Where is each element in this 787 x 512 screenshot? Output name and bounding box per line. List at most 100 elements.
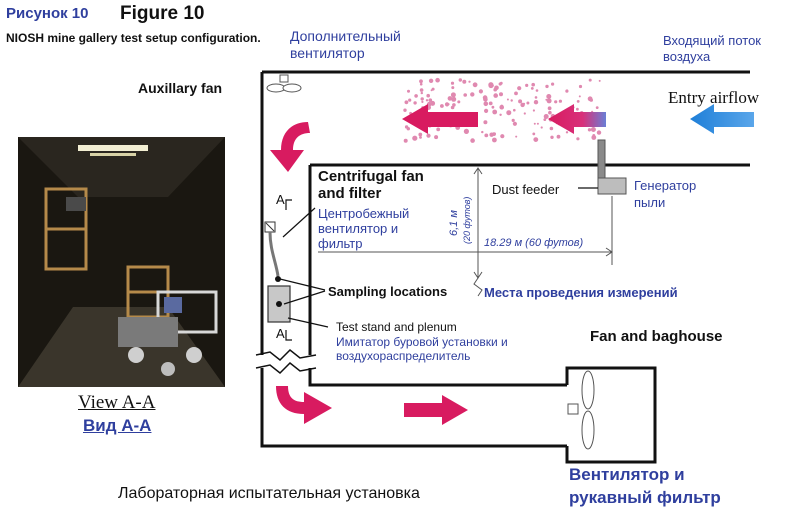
inflow-label-ru: Входящий поток воздуха	[663, 33, 761, 64]
dust-particle	[591, 135, 597, 140]
aux-fan-label-en: Auxillary fan	[138, 80, 223, 96]
sampling-point-1	[275, 276, 281, 282]
dust-particle	[518, 99, 523, 104]
dust-particle	[522, 102, 526, 105]
dust-particle	[498, 82, 502, 86]
dust-particle	[407, 89, 410, 93]
dust-particle	[526, 101, 530, 105]
airflow-arrow-left-2	[548, 104, 606, 134]
fan-baghouse-label-ru: Вентилятор и рукавный фильтр	[569, 465, 721, 507]
dust-particle	[484, 133, 489, 138]
dust-particle	[596, 130, 602, 135]
dust-particle	[426, 93, 431, 98]
dust-particle	[426, 133, 431, 138]
dust-particle	[534, 96, 538, 99]
dust-particle	[420, 91, 423, 95]
dust-particle	[434, 135, 439, 140]
dust-particle	[531, 82, 535, 87]
dust-particle	[478, 89, 483, 94]
section-marker-bottom	[285, 330, 292, 341]
dust-particle	[512, 121, 518, 126]
dust-particle	[587, 96, 593, 102]
dust-particle	[418, 132, 423, 137]
bottom-caption-ru: Лабораторная испытательная установка	[118, 485, 420, 502]
dust-particle	[450, 92, 456, 98]
dust-particle	[578, 95, 581, 98]
dust-particle	[513, 108, 516, 112]
dust-particle	[590, 127, 596, 132]
dust-particle	[551, 82, 555, 86]
aux-fan-label-ru: Дополнительный вентилятор	[290, 28, 401, 61]
view-label-ru: Вид A-A	[83, 416, 152, 435]
dust-particle	[472, 82, 478, 88]
section-marker-top	[285, 199, 292, 210]
wall-break-mark	[255, 348, 317, 362]
dust-particle	[511, 118, 515, 122]
dust-particle	[500, 134, 505, 139]
dust-particle	[595, 106, 599, 109]
dust-particle	[403, 138, 408, 143]
dust-particle	[452, 103, 456, 107]
airflow-arrow-left-1	[402, 104, 478, 134]
dust-particle	[493, 93, 499, 98]
dust-particle	[532, 132, 536, 136]
dust-particle	[525, 83, 529, 87]
dust-particle	[484, 108, 489, 113]
entry-airflow-arrow	[690, 104, 754, 134]
dust-particle	[547, 106, 552, 111]
dust-particle	[523, 112, 526, 115]
dust-particle	[431, 87, 435, 91]
dust-particle	[428, 78, 434, 84]
dust-particle	[548, 110, 552, 115]
dust-particle	[428, 98, 433, 102]
pointer-lines	[279, 187, 598, 328]
dust-particle	[550, 135, 554, 139]
dust-particle	[506, 98, 509, 101]
dust-particle	[489, 132, 494, 137]
dust-particle	[540, 126, 543, 129]
dust-particle	[543, 118, 547, 121]
dust-particle	[425, 99, 429, 102]
dimension-lines	[318, 167, 613, 297]
dust-particle	[420, 97, 424, 101]
dust-particle	[545, 84, 549, 89]
dust-particle	[451, 86, 455, 90]
wall-break-mark-2	[255, 361, 317, 375]
section-a-top: A	[276, 192, 285, 207]
dust-particle	[576, 107, 579, 111]
dust-particle	[404, 100, 409, 105]
gallery-photo-drawing	[18, 137, 225, 387]
dust-particle	[587, 128, 592, 132]
auxiliary-fan-icon	[266, 74, 302, 93]
dust-particle	[481, 130, 484, 134]
dust-particle	[463, 128, 469, 134]
dust-particle	[491, 105, 495, 109]
dust-particle	[463, 93, 468, 97]
dust-particle	[510, 99, 513, 102]
airflow-arrow-right	[404, 395, 468, 425]
section-a-bottom: A	[276, 326, 285, 341]
dust-particle	[483, 97, 488, 102]
dust-particle	[447, 103, 450, 106]
dust-particle	[546, 98, 552, 104]
view-label-en: View A-A	[78, 392, 156, 413]
dust-particle	[533, 137, 539, 143]
dust-particle	[419, 79, 423, 84]
dust-particle	[535, 89, 539, 92]
dust-particle	[533, 122, 536, 125]
fan-baghouse-label-en: Fan and baghouse	[590, 328, 723, 345]
dust-particle	[549, 126, 554, 131]
test-stand-icon	[267, 285, 291, 323]
height-dim-ft: (20 футов)	[462, 196, 472, 244]
sampling-label-en: Sampling locations	[328, 284, 448, 299]
dust-particle	[483, 101, 489, 107]
dust-particle	[403, 108, 407, 112]
dust-particle	[493, 132, 496, 135]
dust-particle	[430, 100, 436, 106]
dust-particle	[532, 109, 536, 112]
dust-particle	[470, 92, 475, 97]
airflow-arrows	[270, 104, 606, 425]
dust-particle	[457, 100, 461, 104]
dust-particle	[499, 113, 502, 117]
dust-particle	[592, 134, 596, 137]
